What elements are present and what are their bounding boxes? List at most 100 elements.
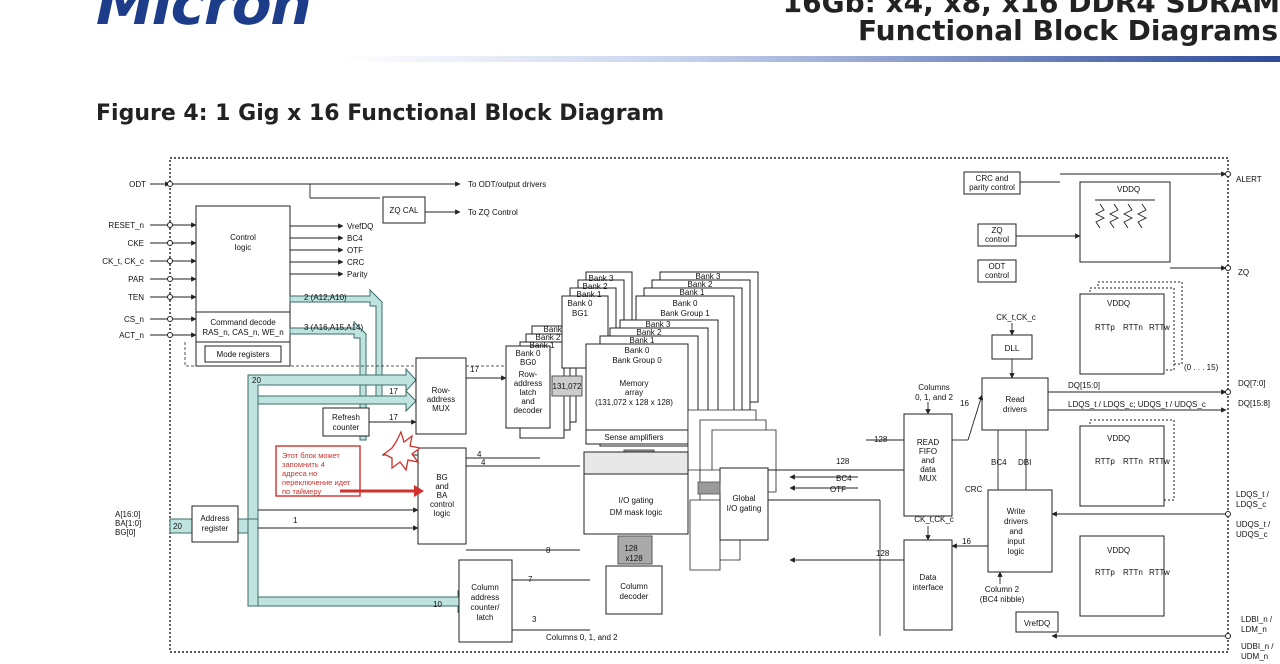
svg-text:Bank 0: Bank 0 (568, 299, 593, 308)
to-zq-label: To ZQ Control (468, 208, 518, 217)
ctl-out-bc4: BC4 (347, 234, 363, 243)
svg-text:and: and (921, 456, 934, 465)
svg-text:BG: BG (436, 473, 448, 482)
svg-text:ZQ: ZQ (991, 226, 1002, 235)
pin-cs: CS_n (124, 315, 144, 324)
pin-dq158: DQ[15:8] (1238, 399, 1270, 408)
svg-text:Bank 0: Bank 0 (673, 299, 698, 308)
svg-text:Row-: Row- (432, 386, 451, 395)
svg-text:array: array (625, 388, 643, 397)
svg-text:Data: Data (920, 573, 937, 582)
part-number-heading: 16Gb: x4, x8, x16 DDR4 SDRAM (782, 0, 1280, 19)
svg-text:запомнить 4: запомнить 4 (282, 460, 325, 469)
svg-text:RTTp: RTTp (1095, 568, 1115, 577)
svg-text:RTTw: RTTw (1149, 323, 1170, 332)
pin-udqs: UDQS_t / (1236, 520, 1271, 529)
pin-zq: ZQ (1238, 268, 1249, 277)
svg-text:4: 4 (481, 458, 486, 467)
column-decoder (605, 565, 663, 615)
svg-text:VDDQ: VDDQ (1117, 185, 1140, 194)
bg-ba-control-logic (417, 447, 467, 545)
svg-text:data: data (920, 465, 936, 474)
svg-text:LDQS_t / LDQS_c; UDQS_t / UDQS: LDQS_t / LDQS_c; UDQS_t / UDQS_c (1068, 400, 1206, 409)
bus-a16-a14 (289, 320, 367, 441)
svg-text:interface: interface (913, 583, 944, 592)
svg-text:CK_t,CK_c: CK_t,CK_c (996, 313, 1036, 322)
svg-text:Command decode: Command decode (210, 318, 276, 327)
svg-text:MUX: MUX (432, 404, 450, 413)
svg-text:logic: logic (235, 243, 251, 252)
svg-text:4: 4 (477, 450, 482, 459)
pin-ck: CK_t, CK_c (102, 257, 144, 266)
pin-cke: CKE (128, 239, 144, 248)
svg-text:control: control (985, 271, 1009, 280)
svg-text:ODT: ODT (989, 262, 1006, 271)
pin-bg: BG[0] (115, 528, 135, 537)
svg-text:DM mask logic: DM mask logic (610, 508, 662, 517)
svg-text:Bank 2: Bank 2 (637, 328, 662, 337)
crc-parity-control (963, 171, 1021, 195)
svg-text:(0 . . . 15): (0 . . . 15) (1184, 363, 1219, 372)
pin-ldbi: LDBI_n / (1241, 615, 1273, 624)
svg-text:READ: READ (917, 438, 939, 447)
svg-text:BG1: BG1 (572, 309, 589, 318)
svg-text:20: 20 (173, 522, 182, 531)
svg-text:3 (A16,A15,A14): 3 (A16,A15,A14) (304, 323, 363, 332)
global-io-gating (719, 467, 769, 541)
pin-ten: TEN (128, 293, 144, 302)
svg-text:and: and (521, 397, 534, 406)
svg-text:Column: Column (471, 583, 499, 592)
svg-text:Refresh: Refresh (332, 413, 360, 422)
data-interface (903, 539, 953, 631)
svg-text:Read: Read (1005, 395, 1024, 404)
svg-text:address: address (427, 395, 455, 404)
chip-boundary (169, 157, 1229, 653)
io-gating-dm-mask (583, 473, 689, 535)
svg-text:decoder: decoder (620, 592, 649, 601)
svg-text:I/O gating: I/O gating (619, 496, 654, 505)
svg-text:16: 16 (962, 537, 971, 546)
svg-text:address: address (514, 379, 542, 388)
pin-reset: RESET_n (108, 221, 144, 230)
column-address-counter (458, 559, 513, 643)
svg-text:Control: Control (230, 233, 256, 242)
svg-text:I/O gating: I/O gating (727, 504, 762, 513)
svg-text:RTTp: RTTp (1095, 457, 1115, 466)
read-fifo-data-mux (903, 413, 953, 517)
svg-text:Bank 2: Bank 2 (688, 280, 713, 289)
svg-text:VDDQ: VDDQ (1107, 546, 1130, 555)
vrefdq-block (1015, 611, 1059, 633)
svg-text:Bank 3: Bank 3 (696, 272, 721, 281)
svg-text:CRC and: CRC and (976, 174, 1009, 183)
svg-text:7: 7 (528, 575, 533, 584)
svg-text:RTTp: RTTp (1095, 323, 1115, 332)
svg-text:Bank 3: Bank 3 (589, 274, 614, 283)
svg-text:BG0: BG0 (520, 358, 537, 367)
svg-text:Этот блок может: Этот блок может (282, 451, 340, 460)
handwritten-annotation: Этот блок может запомнить 4 адреса но пе… (275, 430, 424, 497)
svg-text:x128: x128 (625, 554, 643, 563)
svg-text:logic: logic (1008, 547, 1024, 556)
svg-text:131,072: 131,072 (553, 382, 582, 391)
svg-text:RTTw: RTTw (1149, 568, 1170, 577)
svg-text:MUX: MUX (919, 474, 937, 483)
svg-text:VrefDQ: VrefDQ (1024, 619, 1050, 628)
svg-text:Bank 3: Bank 3 (544, 325, 569, 334)
svg-text:Bank 2: Bank 2 (536, 333, 561, 342)
svg-text:decoder: decoder (514, 406, 543, 415)
svg-text:input: input (1007, 537, 1025, 546)
svg-text:3: 3 (532, 615, 537, 624)
svg-text:Column: Column (620, 582, 648, 591)
svg-text:DQ[15:0]: DQ[15:0] (1068, 381, 1100, 390)
svg-text:17: 17 (389, 413, 398, 422)
svg-text:Global: Global (732, 494, 755, 503)
svg-text:control: control (985, 235, 1009, 244)
svg-text:RAS_n, CAS_n, WE_n: RAS_n, CAS_n, WE_n (202, 328, 283, 337)
svg-text:Sense amplifiers: Sense amplifiers (604, 433, 663, 442)
svg-text:UDM_n: UDM_n (1241, 652, 1268, 661)
header-accent-bar (340, 56, 1280, 62)
svg-text:Column 2: Column 2 (985, 585, 1020, 594)
svg-text:по таймеру: по таймеру (282, 487, 321, 496)
svg-text:and: and (1009, 527, 1022, 536)
svg-text:DBI: DBI (1018, 458, 1031, 467)
